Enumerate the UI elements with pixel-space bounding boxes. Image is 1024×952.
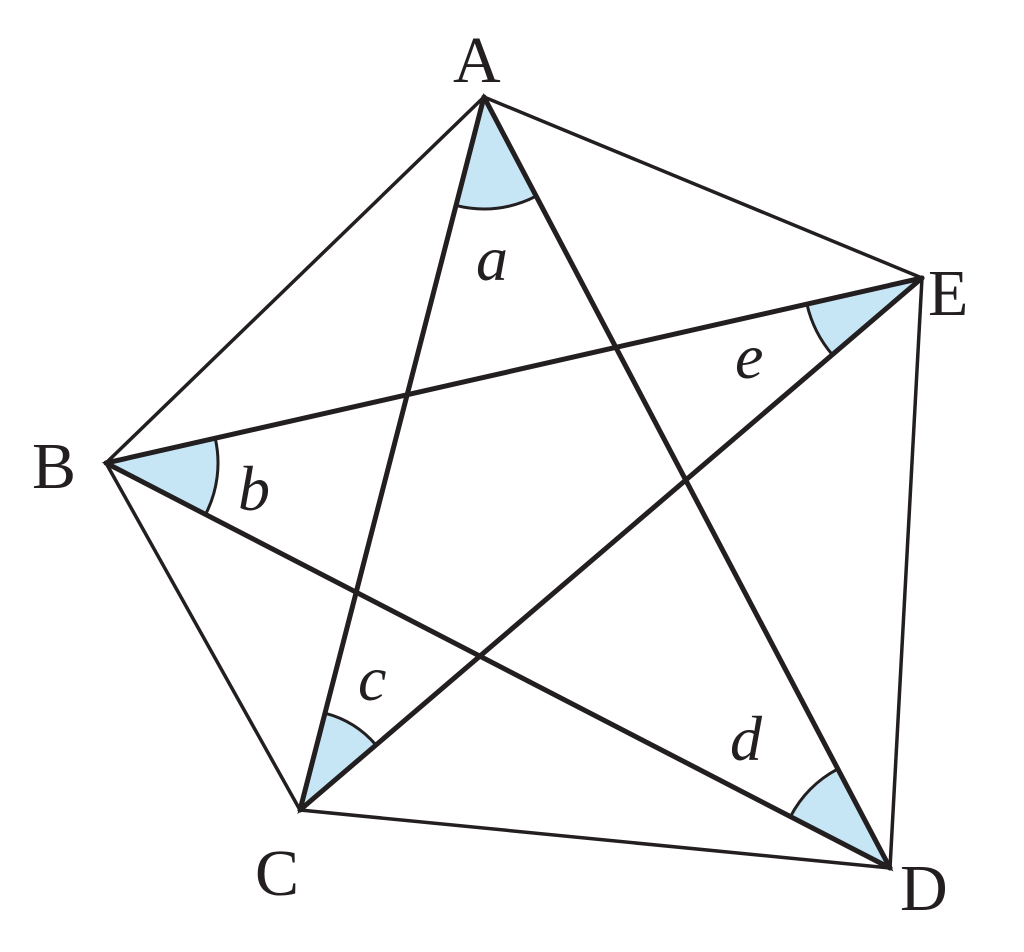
vertex-label-a: A bbox=[453, 24, 501, 97]
vertex-label-b: B bbox=[32, 430, 76, 503]
angle-label-a: a bbox=[476, 223, 508, 294]
star-line-BD bbox=[103, 460, 893, 871]
pentagon-side-BC bbox=[104, 461, 302, 812]
star-line-AC bbox=[297, 94, 487, 813]
vertex-label-d: D bbox=[900, 852, 948, 925]
angle-label-b: b bbox=[238, 453, 270, 524]
star-line-AD bbox=[481, 94, 893, 871]
star-line-CE bbox=[297, 275, 925, 813]
angle-wedge-a bbox=[454, 92, 539, 211]
vertex-label-e: E bbox=[928, 257, 968, 330]
pentagon-side-DE bbox=[888, 276, 924, 870]
pentagon-side-AB bbox=[104, 95, 486, 465]
angle-wedge-d bbox=[788, 766, 894, 872]
angle-label-e: e bbox=[735, 321, 763, 392]
angle-label-d: d bbox=[730, 703, 763, 774]
star-line-BE bbox=[103, 275, 925, 466]
pentagon-side-CD bbox=[298, 808, 892, 870]
vertex-label-c: C bbox=[255, 837, 299, 910]
angle-label-c: c bbox=[358, 643, 386, 714]
pentagon-side-EA bbox=[482, 95, 924, 280]
